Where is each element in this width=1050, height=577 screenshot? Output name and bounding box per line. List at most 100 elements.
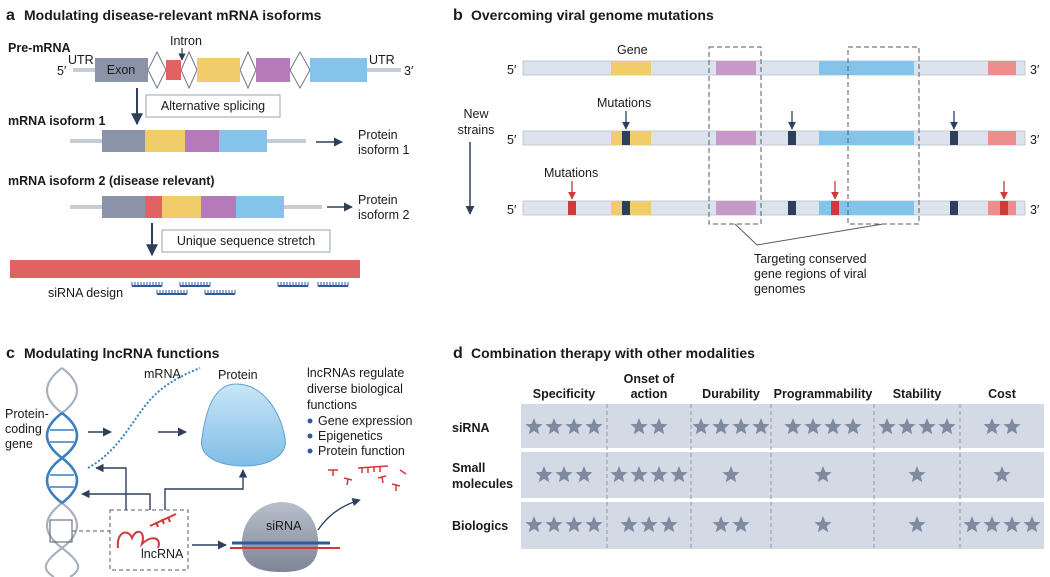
exon-label: Exon bbox=[107, 63, 136, 77]
gene-line3: gene bbox=[5, 437, 33, 451]
rating-star bbox=[752, 418, 770, 435]
genome3-bar bbox=[522, 200, 1026, 216]
new-strains-line2: strains bbox=[458, 123, 495, 137]
col-header-cost: Cost bbox=[988, 387, 1017, 401]
rating-star bbox=[650, 466, 668, 483]
genome3-mutation-2 bbox=[788, 201, 796, 215]
rating-star bbox=[575, 466, 593, 483]
genome3-5prime: 5′ bbox=[507, 203, 517, 217]
genome2-mutation-2 bbox=[788, 131, 796, 145]
rating-star bbox=[610, 466, 628, 483]
isoform1-exon-grey bbox=[102, 130, 145, 152]
genome1-gene-yellow bbox=[611, 61, 651, 75]
lncrna-structure bbox=[116, 513, 177, 549]
isoform1-label: mRNA isoform 1 bbox=[8, 114, 106, 128]
rating-star bbox=[1003, 516, 1021, 533]
alt-splicing-box bbox=[145, 94, 281, 118]
panel-b: b Overcoming viral genome mutations Gene… bbox=[453, 7, 1040, 296]
genome2-gene-blue bbox=[819, 131, 914, 145]
sirna-design-mark bbox=[156, 290, 188, 295]
pre-mrna-exon-yellow bbox=[197, 58, 240, 82]
intron-label: Intron bbox=[170, 34, 202, 48]
intron-2 bbox=[180, 50, 198, 90]
rating-star bbox=[630, 466, 648, 483]
panel-c-title: Modulating lncRNA functions bbox=[24, 345, 220, 361]
bullet-epigenetics: Epigenetics bbox=[318, 429, 383, 443]
rating-star bbox=[983, 418, 1001, 435]
protein2-line1: Protein bbox=[358, 193, 398, 207]
rating-star bbox=[712, 516, 730, 533]
rating-star bbox=[525, 516, 543, 533]
bullet-dot bbox=[307, 433, 313, 439]
rating-star bbox=[545, 418, 563, 435]
rating-star bbox=[814, 466, 832, 483]
genome2-gene-purple bbox=[716, 131, 756, 145]
dna-helix bbox=[44, 367, 80, 577]
rating-star bbox=[898, 418, 916, 435]
lncrna-to-mrna-arrow bbox=[95, 463, 127, 510]
col-header-durability: Durability bbox=[702, 387, 760, 401]
rating-star bbox=[963, 516, 981, 533]
pre-mrna-5prime: 5′ bbox=[57, 64, 67, 78]
sirna-label: siRNA bbox=[266, 519, 302, 533]
bullet-dot bbox=[307, 448, 313, 454]
genome2-5prime: 5′ bbox=[507, 133, 517, 147]
isoform1-exon-blue bbox=[219, 130, 267, 152]
alt-splicing-label: Alternative splicing bbox=[161, 99, 265, 113]
panel-a: a Modulating disease-relevant mRNA isofo… bbox=[6, 7, 414, 300]
genome3-mutation-3 bbox=[950, 201, 958, 215]
pre-mrna-label: Pre-mRNA bbox=[8, 41, 71, 55]
unique-stretch-label: Unique sequence stretch bbox=[177, 234, 315, 248]
genome1-bar bbox=[522, 60, 1026, 76]
genome1-gene-blue bbox=[819, 61, 914, 75]
panel-d-letter: d bbox=[453, 345, 463, 362]
rating-star bbox=[804, 418, 822, 435]
rating-star bbox=[565, 418, 583, 435]
col-header-onset-line1: Onset of bbox=[624, 372, 676, 386]
gene-line1: Protein- bbox=[5, 407, 49, 421]
panel-b-title: Overcoming viral genome mutations bbox=[471, 7, 714, 23]
genome3-gene-blue bbox=[819, 201, 914, 215]
rating-star bbox=[535, 466, 553, 483]
rating-star bbox=[660, 516, 678, 533]
rating-star bbox=[585, 418, 603, 435]
genome2-mutation-3 bbox=[950, 131, 958, 145]
new-strains-line1: New bbox=[463, 107, 489, 121]
intron-1 bbox=[147, 50, 167, 90]
sirna-design-mark bbox=[277, 282, 309, 287]
lncrna-box bbox=[109, 509, 189, 571]
genome1-5prime: 5′ bbox=[507, 63, 517, 77]
protein-label: Protein bbox=[218, 368, 258, 382]
rating-star bbox=[1003, 418, 1021, 435]
col-header-stability: Stability bbox=[893, 387, 942, 401]
targeting-line1: Targeting conserved bbox=[754, 252, 867, 266]
panel-d: d Combination therapy with other modalit… bbox=[452, 345, 1044, 549]
genome1-3prime: 3′ bbox=[1030, 63, 1040, 77]
utr-right-label: UTR bbox=[369, 53, 395, 67]
pre-mrna-exon-blue bbox=[310, 58, 367, 82]
mrna-label: mRNA bbox=[144, 367, 181, 381]
intron-3 bbox=[239, 50, 257, 90]
rating-star bbox=[650, 418, 668, 435]
genome2-bar bbox=[522, 130, 1026, 146]
rating-star bbox=[908, 516, 926, 533]
regulate-line1: lncRNAs regulate bbox=[307, 366, 404, 380]
col-header-specificity: Specificity bbox=[533, 387, 596, 401]
isoform2-exon-red bbox=[145, 196, 162, 218]
rating-star bbox=[1023, 516, 1041, 533]
rating-star bbox=[993, 466, 1011, 483]
conserved-region-box-1 bbox=[708, 46, 762, 225]
panel-b-letter: b bbox=[453, 7, 463, 24]
rating-star bbox=[692, 418, 710, 435]
lncrna-label: lncRNA bbox=[141, 547, 184, 561]
lncrna-to-protein-arrow bbox=[164, 469, 248, 510]
genome2-3prime: 3′ bbox=[1030, 133, 1040, 147]
conserved-region-connector bbox=[734, 223, 884, 246]
column-separators bbox=[606, 404, 961, 549]
bullet-gene-expression: Gene expression bbox=[318, 414, 413, 428]
cleavage-arrow bbox=[317, 498, 361, 531]
rating-star bbox=[732, 418, 750, 435]
rating-star bbox=[784, 418, 802, 435]
rating-star bbox=[545, 516, 563, 533]
